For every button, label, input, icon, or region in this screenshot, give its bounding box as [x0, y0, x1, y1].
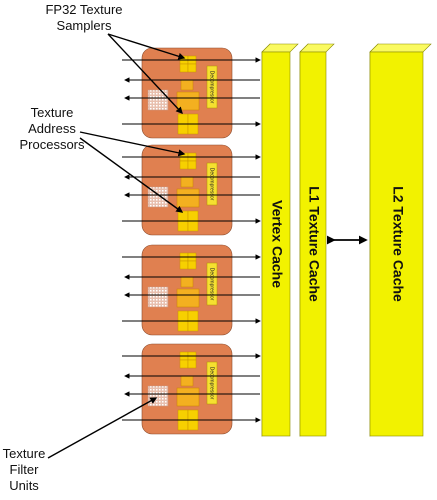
l1-texture-cache-label: L1 Texture Cache: [306, 186, 322, 302]
tfu-label-line3: Units: [9, 478, 39, 493]
decompressor-label: Decompressor: [209, 71, 215, 104]
vertex-cache-label: Vertex Cache: [269, 200, 285, 288]
tfu-label-line1: Texture: [3, 446, 46, 461]
decompressor: [206, 65, 218, 109]
filter-grid: [177, 113, 199, 135]
l2-texture-cache-label: L2 Texture Cache: [390, 186, 406, 302]
tap-label-line3: Processors: [19, 137, 85, 152]
texture-unit-3: [122, 245, 260, 335]
tfu-label-line2: Filter: [10, 462, 40, 477]
fp32-label-line1: FP32 Texture: [45, 2, 122, 17]
fp32-samplers-callout: FP32 Texture Samplers: [45, 2, 186, 115]
texture-unit-2: [122, 145, 260, 235]
address-processor: [180, 79, 194, 91]
address-processor-main: [176, 91, 200, 111]
texture-unit-4: [122, 344, 260, 434]
tap-label-line2: Address: [28, 121, 76, 136]
l2-texture-cache: L2 Texture Cache: [369, 43, 432, 437]
filter-units-callout: Texture Filter Units: [3, 397, 158, 493]
address-processors-callout: Texture Address Processors: [19, 105, 186, 213]
filter-unit: [147, 89, 169, 111]
l1-texture-cache: L1 Texture Cache: [299, 43, 335, 437]
tap-label-line1: Texture: [31, 105, 74, 120]
vertex-cache: Vertex Cache: [261, 43, 299, 437]
texture-unit: Decompressor: [122, 47, 261, 139]
fp32-label-line2: Samplers: [57, 18, 112, 33]
fp32-sampler: [179, 55, 197, 73]
